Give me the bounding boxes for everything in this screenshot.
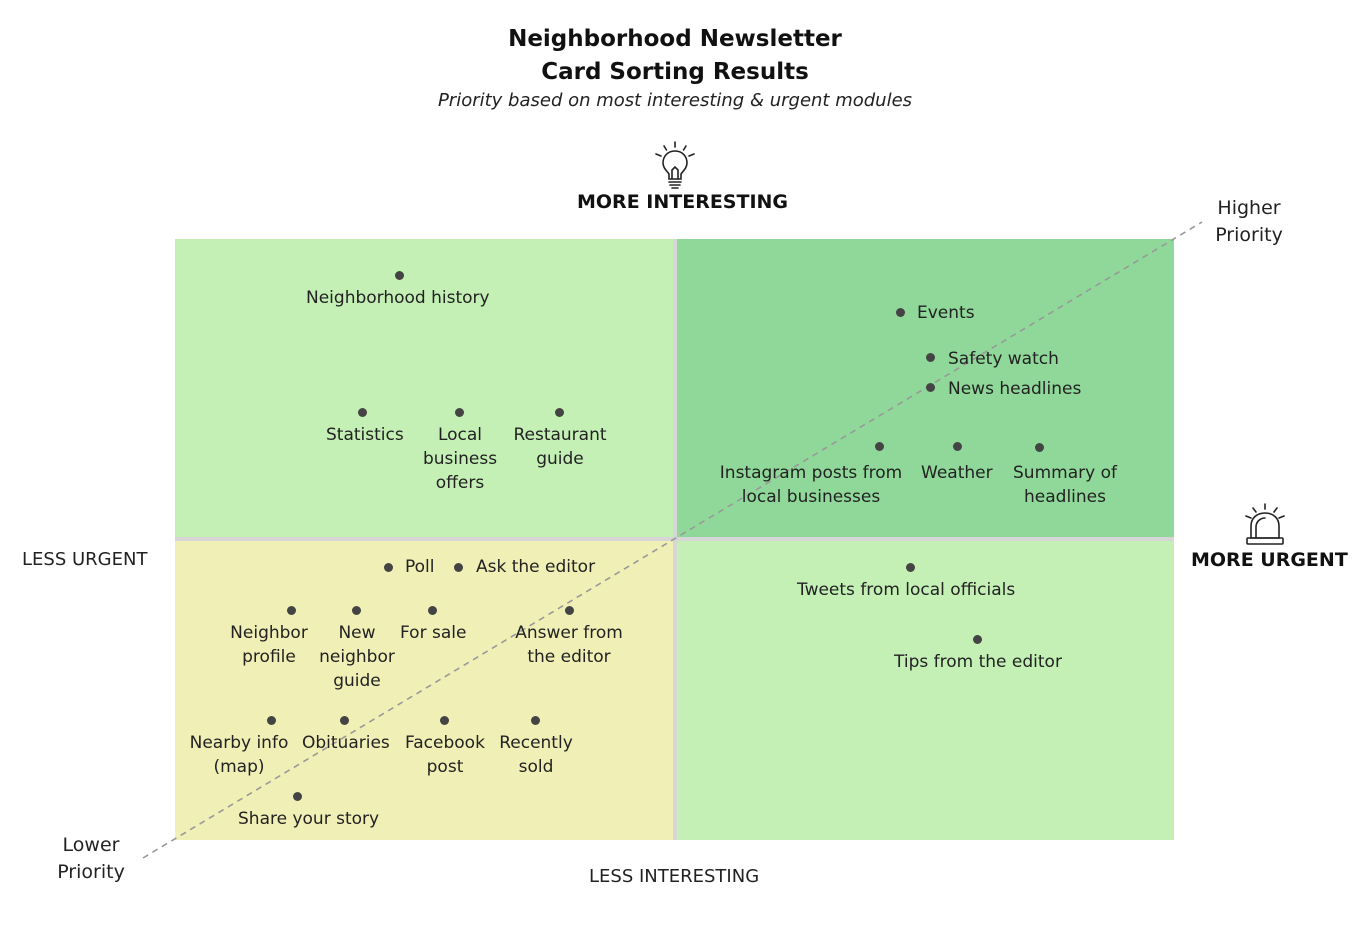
quadrant-top-left [175, 239, 675, 539]
label-poll: Poll [405, 557, 435, 577]
label-facebook-post: Facebook post [405, 733, 485, 777]
dot-weather [953, 442, 962, 451]
label-ask-the-editor: Ask the editor [476, 557, 596, 577]
label-nearby-info: Nearby info (map) [189, 733, 289, 777]
axis-label-less-urgent: LESS URGENT [22, 549, 148, 570]
axis-label-more-urgent: MORE URGENT [1191, 549, 1348, 571]
dot-neighbor-profile [287, 606, 296, 615]
label-events: Events [917, 303, 975, 323]
dot-neighborhood-history [395, 271, 404, 280]
dot-instagram-posts [875, 442, 884, 451]
label-safety-watch: Safety watch [948, 349, 1059, 369]
dot-facebook-post [440, 716, 449, 725]
axis-label-more-interesting: MORE INTERESTING [577, 191, 789, 213]
siren-icon [1245, 503, 1285, 545]
lightbulb-icon [655, 141, 695, 189]
label-tweets-from-local-officials: Tweets from local officials [797, 580, 1016, 600]
quadrant-bottom-right [675, 539, 1174, 840]
lower-priority-label: Lower Priority [57, 834, 125, 883]
dot-nearby-info [267, 716, 276, 725]
label-local-business-offers: Local business offers [422, 425, 498, 493]
label-instagram-posts: Instagram posts from local businesses [719, 463, 903, 507]
label-obituaries: Obituaries [302, 733, 390, 753]
page-title: Neighborhood Newsletter [508, 26, 842, 52]
higher-priority-label: Higher Priority [1215, 197, 1283, 246]
label-recently-sold: Recently sold [499, 733, 573, 777]
label-statistics: Statistics [326, 425, 404, 445]
dot-answer-from-the-editor [565, 606, 574, 615]
axis-label-less-interesting: LESS INTERESTING [589, 866, 760, 887]
dot-tweets-from-local-officials [906, 563, 915, 572]
label-new-neighbor-guide: New neighbor guide [319, 623, 395, 691]
dot-ask-the-editor [454, 563, 463, 572]
page-title-line2: Card Sorting Results [541, 59, 809, 85]
page-subtitle: Priority based on most interesting & urg… [437, 90, 913, 111]
label-tips-from-the-editor: Tips from the editor [894, 652, 1062, 672]
dot-statistics [358, 408, 367, 417]
label-answer-from-the-editor: Answer from the editor [515, 623, 623, 667]
dot-for-sale [428, 606, 437, 615]
label-share-your-story: Share your story [238, 809, 380, 829]
dot-safety-watch [926, 353, 935, 362]
label-neighborhood-history: Neighborhood history [306, 288, 490, 308]
dot-share-your-story [293, 792, 302, 801]
label-neighbor-profile: Neighbor profile [230, 623, 308, 667]
label-summary-of-headlines: Summary of headlines [1013, 463, 1117, 507]
quadrant-bottom-left [175, 539, 675, 840]
dot-poll [384, 563, 393, 572]
dot-restaurant-guide [555, 408, 564, 417]
dot-tips-from-the-editor [973, 635, 982, 644]
label-weather: Weather [921, 463, 993, 483]
label-for-sale: For sale [400, 623, 467, 643]
dot-local-business-offers [455, 408, 464, 417]
dot-recently-sold [531, 716, 540, 725]
label-news-headlines: News headlines [948, 379, 1082, 399]
dot-obituaries [340, 716, 349, 725]
label-restaurant-guide: Restaurant guide [513, 425, 607, 469]
dot-new-neighbor-guide [352, 606, 361, 615]
dot-summary-of-headlines [1035, 443, 1044, 452]
dot-news-headlines [926, 383, 935, 392]
dot-events [896, 308, 905, 317]
